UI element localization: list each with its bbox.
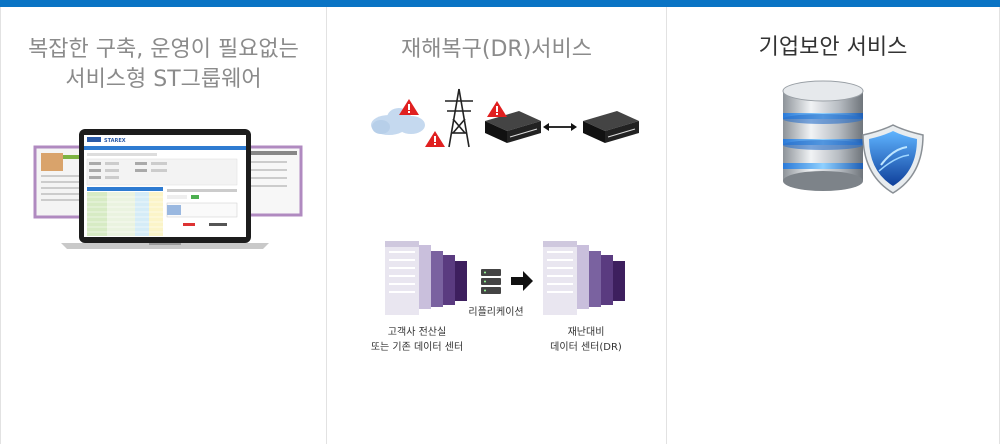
target-label-line2: 데이터 센터(DR) <box>550 342 622 353</box>
server-box-icon-left <box>485 111 541 143</box>
screen-table <box>87 192 163 236</box>
laptop-base <box>61 243 269 249</box>
panel-title-line2: 서비스형 ST그룹웨어 <box>65 67 262 92</box>
warning-icon-3 <box>487 101 507 117</box>
replication-diagram <box>385 241 625 315</box>
panel-groupware: 복잡한 구축, 운영이 필요없는 서비스형 ST그룹웨어 STAREX <box>0 7 327 444</box>
brand-text: STAREX <box>104 138 126 144</box>
cloud-icon <box>371 108 425 135</box>
power-tower-icon <box>445 88 473 148</box>
target-label-line1: 재난대비 <box>567 327 605 338</box>
database-shield-icon <box>782 80 924 194</box>
database-ring-3 <box>783 163 863 169</box>
sync-arrow-icon <box>543 123 577 131</box>
source-label-line2: 또는 기존 데이터 센터 <box>370 342 464 353</box>
top-accent-bar <box>0 0 1000 7</box>
back-window-logo <box>41 153 63 171</box>
server-box-icon-right <box>583 111 639 143</box>
database-top <box>782 80 864 102</box>
server-rack-icon-right <box>543 241 625 315</box>
dr-topology-diagram <box>371 88 639 148</box>
warning-icon-1 <box>399 99 419 115</box>
server-rack-icon-left <box>385 241 467 315</box>
warning-icon-2 <box>425 131 445 147</box>
shield-icon <box>862 124 924 194</box>
panel-title: 기업보안 서비스 <box>758 35 908 60</box>
replication-label: 리플리케이션 <box>468 307 524 318</box>
panel-dr-service: 재해복구(DR)서비스 <box>327 7 667 444</box>
server-stack-icon <box>481 269 501 294</box>
arrow-right-icon <box>511 271 533 291</box>
source-label-line1: 고객사 전산실 <box>387 327 447 338</box>
panel-security-service: 기업보안 서비스 <box>667 7 1000 444</box>
panel-title-line1: 복잡한 구축, 운영이 필요없는 <box>28 37 299 62</box>
laptop-screenshot-illustration: STAREX <box>33 129 303 249</box>
panel-title: 재해복구(DR)서비스 <box>400 37 593 62</box>
